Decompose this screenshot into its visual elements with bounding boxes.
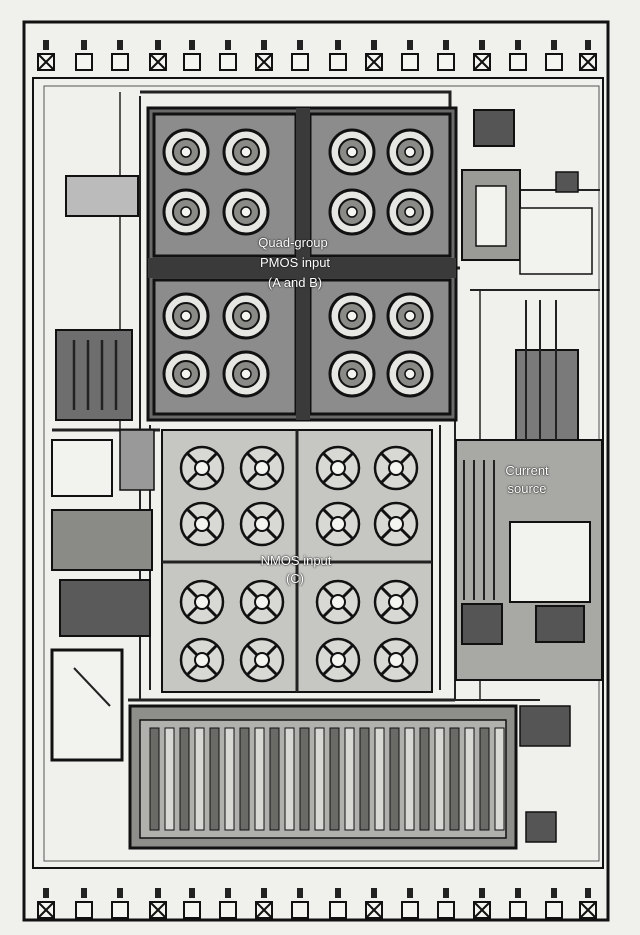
top-bond-pad-row	[37, 40, 597, 71]
nmos-transistor-icon	[373, 579, 419, 625]
pmos-transistor-icon	[328, 128, 376, 176]
nmos-transistor-icon	[315, 579, 361, 625]
nmos-transistor-icon	[179, 445, 225, 491]
bond-pad-icon	[75, 40, 93, 71]
bond-pad-icon	[37, 40, 55, 71]
pmos-transistor-icon	[222, 188, 270, 236]
nmos-transistor-icon	[373, 637, 419, 683]
bond-pad-icon	[401, 40, 419, 71]
bond-pad-icon	[219, 40, 237, 71]
pmos-transistor-icon	[386, 292, 434, 340]
nmos-transistor-icon	[315, 637, 361, 683]
pmos-transistor-icon	[386, 350, 434, 398]
bond-pad-icon	[437, 888, 455, 919]
bond-pad-icon	[329, 40, 347, 71]
bond-pad-icon	[183, 888, 201, 919]
bond-pad-icon	[509, 40, 527, 71]
pmos-transistor-icon	[386, 188, 434, 236]
bond-pad-icon	[149, 888, 167, 919]
nmos-transistor-icon	[315, 501, 361, 547]
pmos-transistor-icon	[328, 188, 376, 236]
nmos-transistor-icon	[239, 637, 285, 683]
pmos-transistor-icon	[328, 292, 376, 340]
bond-pad-icon	[365, 40, 383, 71]
pmos-transistor-icon	[162, 350, 210, 398]
nmos-transistor-icon	[239, 445, 285, 491]
bond-pad-icon	[111, 888, 129, 919]
bond-pad-icon	[291, 888, 309, 919]
bond-pad-icon	[365, 888, 383, 919]
bond-pad-icon	[401, 888, 419, 919]
bond-pad-icon	[545, 40, 563, 71]
pmos-transistor-icon	[222, 128, 270, 176]
bond-pad-icon	[473, 40, 491, 71]
nmos-transistor-icon	[373, 501, 419, 547]
pmos-transistor-icon	[222, 350, 270, 398]
pmos-transistor-icon	[162, 128, 210, 176]
nmos-transistor-icon	[179, 637, 225, 683]
bond-pad-icon	[183, 40, 201, 71]
bond-pad-icon	[75, 888, 93, 919]
bond-pad-icon	[149, 40, 167, 71]
bond-pad-icon	[37, 888, 55, 919]
bond-pad-icon	[509, 888, 527, 919]
bond-pad-icon	[111, 40, 129, 71]
bond-pad-icon	[437, 40, 455, 71]
bottom-bond-pad-row	[37, 888, 597, 919]
pmos-transistor-icon	[162, 188, 210, 236]
nmos-transistor-icon	[239, 501, 285, 547]
nmos-transistor-icon	[179, 579, 225, 625]
nmos-transistor-icon	[315, 445, 361, 491]
pmos-transistor-icon	[222, 292, 270, 340]
pmos-transistor-icon	[386, 128, 434, 176]
bond-pad-icon	[291, 40, 309, 71]
current-source-block	[455, 109, 603, 681]
bond-pad-icon	[579, 888, 597, 919]
nmos-transistor-icon	[239, 579, 285, 625]
bond-pad-icon	[329, 888, 347, 919]
pmos-transistor-icon	[162, 292, 210, 340]
nmos-transistor-icon	[373, 445, 419, 491]
bottom-resistor-array	[128, 704, 571, 850]
bond-pad-icon	[545, 888, 563, 919]
bond-pad-icon	[255, 888, 273, 919]
pmos-transistor-icon	[328, 350, 376, 398]
pmos-input-block	[146, 106, 458, 422]
bond-pad-icon	[219, 888, 237, 919]
left-side-circuitry	[50, 175, 155, 762]
bond-pad-icon	[579, 40, 597, 71]
nmos-transistor-icon	[179, 501, 225, 547]
nmos-input-block	[161, 429, 433, 693]
bond-pad-icon	[255, 40, 273, 71]
bond-pad-icon	[473, 888, 491, 919]
